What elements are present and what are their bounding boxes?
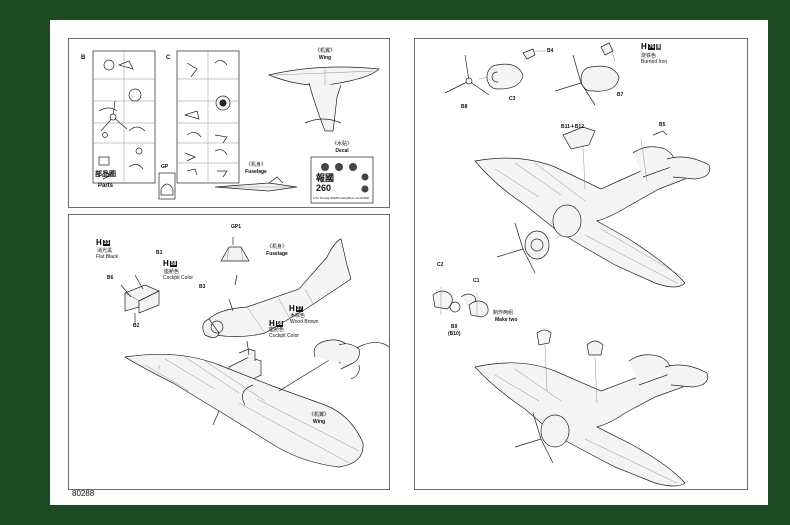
b3-label: B3 <box>199 284 206 290</box>
flat-black-en: Flat Black <box>96 254 118 260</box>
sprue-b-frame <box>92 50 156 184</box>
color-code-box: 37 <box>295 306 304 312</box>
front-propeller-upper <box>496 222 562 274</box>
decal-label-en: Decal <box>335 148 349 154</box>
color-code-box: 58 <box>275 321 284 327</box>
fuselage-side-view <box>202 238 352 338</box>
wood-brown-en: Wood Brown <box>290 319 319 325</box>
fuselage-label-en: Fuselage <box>266 251 288 257</box>
flat-black-cn: 消光黑 <box>97 248 113 254</box>
cockpit-color-en: Cockpit Color <box>163 275 194 281</box>
cockpit-assembly-drawing <box>120 237 389 468</box>
b2-label: B2 <box>133 323 140 329</box>
wood-brown-badge: H 37 <box>289 304 304 313</box>
wing-drawing <box>267 66 380 132</box>
b6-label: B6 <box>107 275 114 281</box>
engine-assembly-panel: B4 B8 C3 B7 H 76 8 烧铁色 Burned Iron B11＋B… <box>414 38 748 490</box>
flat-black-badge: H 33 <box>96 238 111 247</box>
color-code-box: 58 <box>169 261 178 267</box>
color-h-letter: H <box>641 42 647 51</box>
propeller-assembled <box>554 42 620 106</box>
decal-number: 260 <box>316 183 332 193</box>
b4-label: B4 <box>547 48 554 54</box>
c1-label: C1 <box>473 278 480 284</box>
color-h-letter: H <box>289 304 295 313</box>
cockpit-color2-cn: 座舱色 <box>269 327 285 333</box>
parts-title-cn: 部品图 <box>95 171 116 178</box>
fuselage-drawing <box>214 176 298 192</box>
decal-kanji: 報國 <box>316 173 335 183</box>
b5-label: B5 <box>659 122 666 128</box>
wing-label-cn: 《机翼》 <box>308 412 330 418</box>
cockpit-color-badge: H 58 <box>163 259 178 268</box>
burned-iron-en: Burned Iron <box>641 59 668 65</box>
canopy-part <box>220 237 250 262</box>
burned-iron-cn: 烧铁色 <box>641 53 657 59</box>
color-h-letter: H <box>96 238 102 247</box>
fuselage-label-en: Fuselage <box>245 169 267 175</box>
fuselage-label-cn: 《机身》 <box>245 162 267 168</box>
propeller-exploded <box>444 48 545 96</box>
b9-label: B9 <box>451 324 458 330</box>
c2-label: C2 <box>437 262 444 268</box>
cowling-parts <box>432 287 489 318</box>
gp-part <box>158 172 176 200</box>
wing-planform <box>123 339 389 468</box>
aircraft-assembly-upper <box>474 126 711 288</box>
sprue-c-label: C <box>166 55 171 61</box>
b7-label: B7 <box>617 92 624 98</box>
wing-label-cn: 《机翼》 <box>314 48 336 54</box>
fuselage-label-cn: 《机身》 <box>266 244 288 250</box>
cockpit-assembly-panel: GP1 B1 B2 B3 B6 H 33 消光黑 Flat Black H 58… <box>68 214 390 490</box>
c3-label: C3 <box>509 96 516 102</box>
engine-assembly-drawing <box>432 42 711 487</box>
decal-footer: 1/72 SCALE 80288 HobbyBoss No.80288 <box>313 196 369 200</box>
parts-drawing <box>92 50 380 204</box>
b11-b12-label: B11＋B12 <box>561 124 585 130</box>
wing-label-en: Wing <box>318 55 332 61</box>
parts-panel: B C 《机翼》 Wing 《机身》 Fuselage 《水贴》 Decal 報… <box>68 38 390 208</box>
cockpit-color2-badge: H 58 <box>269 319 284 328</box>
parts-title-en: Parts <box>98 183 114 189</box>
color-code-box: 8 <box>656 44 662 50</box>
color-h-letter: H <box>163 259 169 268</box>
cockpit-color-cn: 座舱色 <box>164 269 180 275</box>
make-two-cn: 制作两组 <box>493 310 514 316</box>
wing-label-en: Wing <box>312 419 326 425</box>
wood-brown-cn: 木棕色 <box>290 313 306 319</box>
color-code-box: 76 <box>647 44 656 50</box>
cockpit-color2-en: Cockpit Color <box>269 333 300 339</box>
gp-label: GP <box>161 164 169 170</box>
make-two-en: Make two <box>495 317 518 323</box>
seat-parts <box>120 274 160 323</box>
aircraft-assembly-lower <box>474 329 709 487</box>
color-code-box: 33 <box>102 240 111 246</box>
sprue-c-frame <box>176 50 240 184</box>
b10-label: (B10) <box>448 331 461 337</box>
decal-sheet <box>310 156 374 204</box>
burned-iron-badge: H 76 8 <box>641 42 662 51</box>
gp1-label: GP1 <box>231 224 242 230</box>
decal-label-cn: 《水贴》 <box>331 141 353 147</box>
page-number: 80288 <box>72 489 95 498</box>
sprue-b-label: B <box>81 55 86 61</box>
b1-label: B1 <box>156 250 163 256</box>
color-h-letter: H <box>269 319 275 328</box>
b8-label: B8 <box>461 104 468 110</box>
